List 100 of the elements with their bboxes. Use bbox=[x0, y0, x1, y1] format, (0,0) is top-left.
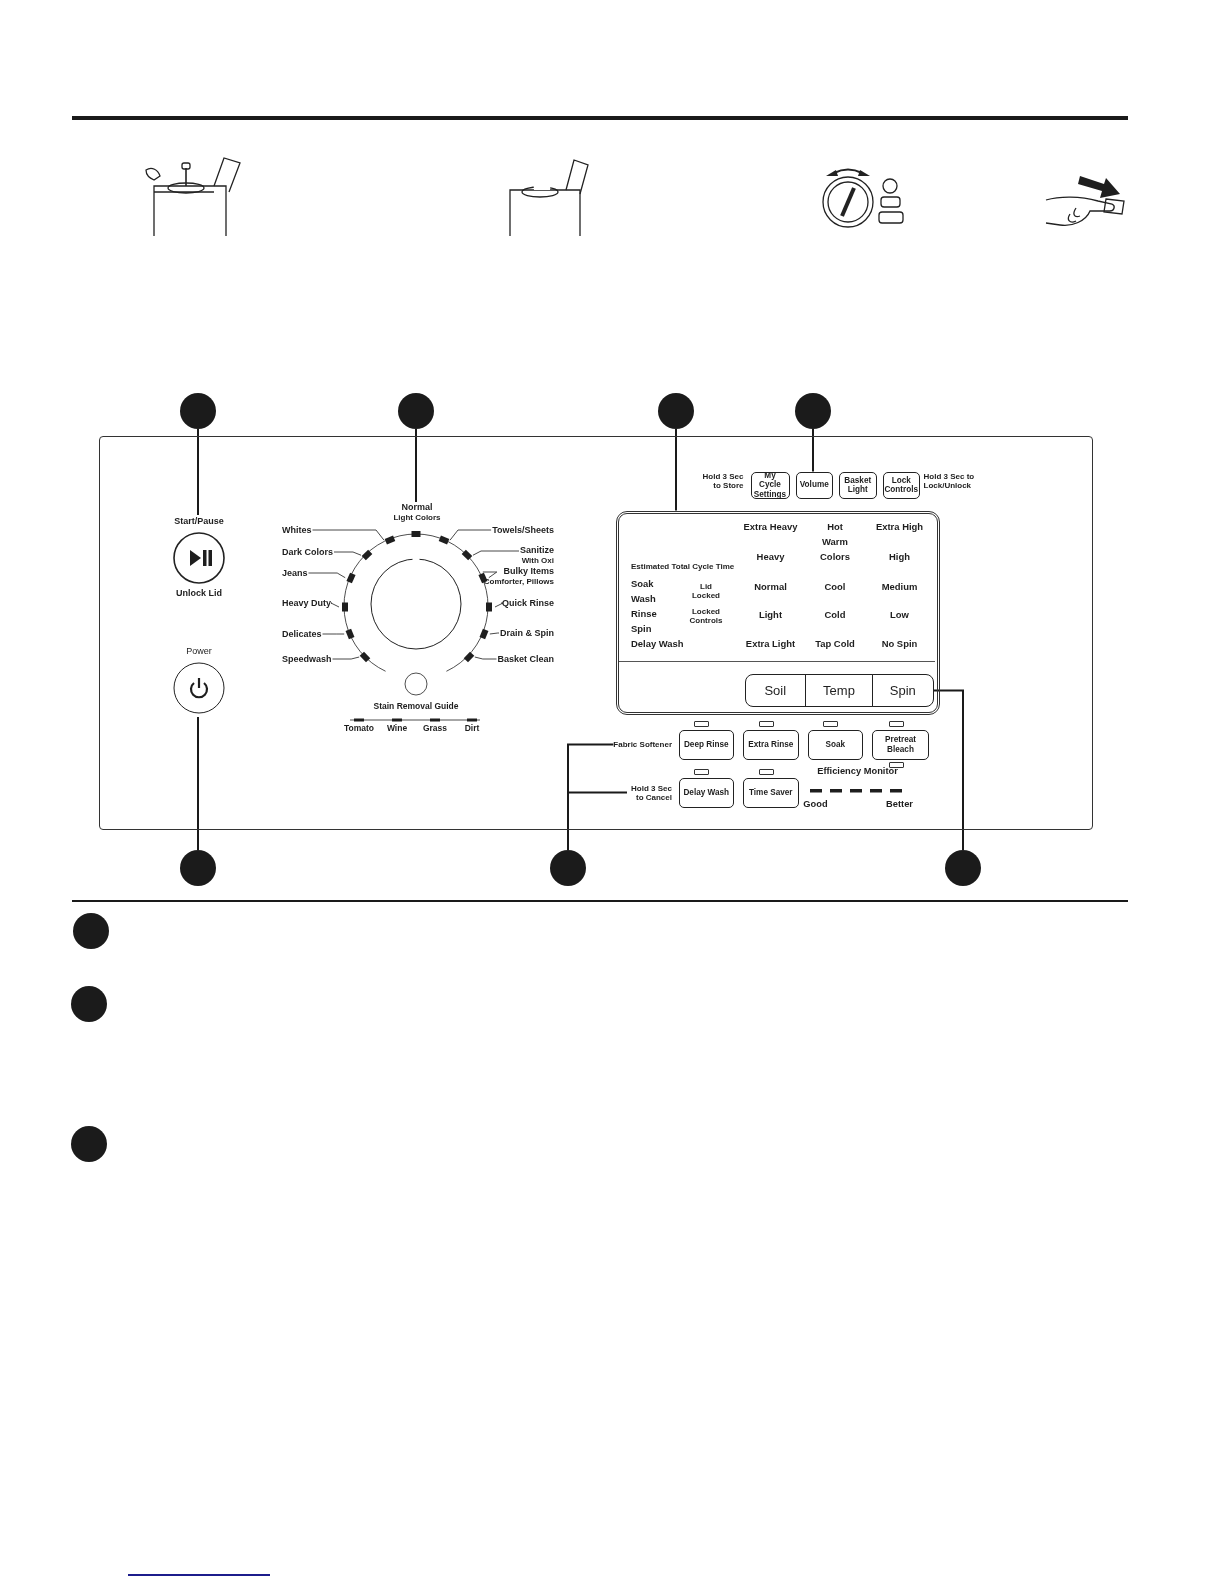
control-button: Deep Rinse bbox=[678, 729, 734, 760]
leader-line bbox=[415, 428, 417, 503]
display-panel bbox=[615, 510, 940, 715]
leader-line bbox=[675, 428, 677, 512]
panel-text: Wine bbox=[386, 724, 408, 734]
dial-tick bbox=[345, 571, 358, 584]
cycle-label: Delicates bbox=[282, 628, 322, 640]
panel-text: Hot bbox=[827, 521, 843, 533]
callout-marker bbox=[180, 393, 216, 429]
panel-text: Light bbox=[758, 610, 783, 621]
note-text: Hold 3 Sec to Cancel bbox=[627, 783, 672, 802]
leader-line bbox=[449, 529, 492, 541]
panel-text: Low bbox=[890, 610, 909, 621]
panel-text: Heavy bbox=[756, 551, 785, 563]
leader-line bbox=[308, 572, 346, 579]
note-text: Fabric Softener bbox=[613, 740, 672, 749]
panel-text: Normal bbox=[754, 581, 787, 593]
callout-marker bbox=[398, 393, 434, 429]
button-label: Start/Pause bbox=[174, 515, 224, 527]
control-button: Spin bbox=[872, 674, 934, 707]
panel-text: Spin bbox=[631, 623, 652, 635]
cycle-label: Jeans bbox=[282, 567, 308, 579]
dial-tick bbox=[344, 627, 357, 640]
leader-line bbox=[197, 428, 199, 516]
control-button: Time Saver bbox=[743, 777, 799, 808]
panel-text: Wash bbox=[631, 593, 656, 605]
panel-text: Soak bbox=[631, 578, 654, 590]
button-label: Power bbox=[186, 645, 212, 657]
panel-text: No Spin bbox=[881, 638, 918, 650]
dial-tick bbox=[437, 534, 450, 547]
control-button: Delay Wash bbox=[678, 777, 734, 808]
dial-tick bbox=[477, 627, 490, 640]
panel-text: Efficiency Monitor bbox=[817, 766, 898, 777]
callout-marker bbox=[71, 986, 107, 1022]
note-text: Hold 3 Sec to Store bbox=[701, 472, 744, 491]
panel-text: Lid Locked bbox=[691, 581, 721, 600]
dial-tick bbox=[361, 549, 373, 562]
panel-text: Grass bbox=[422, 724, 448, 734]
leader-line bbox=[472, 550, 520, 556]
dial-tick bbox=[359, 651, 372, 663]
leader-line bbox=[197, 716, 199, 851]
callout-marker bbox=[945, 850, 981, 886]
panel-text: Colors bbox=[820, 551, 850, 563]
control-button: Temp bbox=[804, 674, 874, 707]
panel-text: Cold bbox=[824, 610, 846, 621]
panel-text: Warm bbox=[822, 536, 848, 548]
leader-line bbox=[312, 529, 385, 541]
control-button: Basket Light bbox=[839, 471, 877, 499]
control-button: Soak bbox=[807, 729, 863, 760]
callout-marker bbox=[550, 850, 586, 886]
callout-marker bbox=[73, 913, 109, 949]
leader-line bbox=[322, 633, 345, 635]
dial-tick bbox=[483, 601, 495, 613]
panel-text: Extra Heavy bbox=[743, 521, 798, 533]
callout-marker bbox=[658, 393, 694, 429]
panel-text: Dirt bbox=[464, 724, 480, 734]
callout-marker bbox=[71, 1126, 107, 1162]
dial-tick bbox=[339, 601, 351, 613]
button-label: Unlock Lid bbox=[176, 587, 222, 599]
control-button: Extra Rinse bbox=[743, 729, 799, 760]
panel-text: Stain Removal Guide bbox=[373, 702, 459, 712]
cycle-sublabel: With Oxi bbox=[520, 556, 554, 565]
cycle-label: Drain & Spin bbox=[500, 627, 554, 639]
leader-line bbox=[330, 602, 340, 608]
panel-text: Tap Cold bbox=[815, 638, 855, 650]
leader-line bbox=[333, 551, 362, 556]
leader-line bbox=[474, 656, 497, 660]
panel-text: Estimated Total Cycle Time bbox=[631, 562, 735, 572]
cycle-label: Basket Clean bbox=[497, 653, 554, 665]
leader-line bbox=[489, 632, 500, 635]
cycle-label: Speedwash bbox=[282, 653, 332, 665]
cycle-label: Bulky Items bbox=[502, 566, 554, 577]
dial-tick bbox=[384, 534, 396, 547]
cycle-label: Heavy Duty bbox=[282, 597, 332, 609]
panel-text: Locked Controls bbox=[688, 607, 724, 626]
cycle-sublabel: Light Colors bbox=[393, 513, 441, 522]
leader-line bbox=[494, 602, 504, 608]
leader-line bbox=[932, 689, 964, 851]
panel-text: Tomato bbox=[343, 724, 375, 734]
dial-tick bbox=[462, 651, 475, 663]
panel-text: High bbox=[889, 551, 910, 563]
panel-text: Good bbox=[803, 799, 828, 810]
leader-line bbox=[812, 428, 814, 473]
control-button: Pretreat Bleach bbox=[872, 729, 929, 760]
control-button: Soil bbox=[744, 674, 806, 707]
panel-text: Cool bbox=[824, 581, 846, 593]
panel-text: Extra High bbox=[875, 521, 924, 533]
dial-tick bbox=[461, 549, 473, 562]
cycle-label: Quick Rinse bbox=[501, 597, 554, 609]
note-text: Hold 3 Sec to Lock/Unlock bbox=[923, 472, 976, 491]
cycle-label: Dark Colors bbox=[282, 546, 334, 558]
cycle-label: Whites bbox=[282, 524, 312, 536]
panel-text: Medium bbox=[881, 581, 918, 593]
panel-text: Extra Light bbox=[745, 638, 796, 650]
leader-line bbox=[332, 656, 360, 660]
leader-line bbox=[482, 571, 498, 579]
panel-text: Better bbox=[886, 799, 913, 810]
cycle-label: Towels/Sheets bbox=[492, 524, 554, 536]
cycle-label: Sanitize bbox=[520, 545, 554, 556]
control-button: Lock Controls bbox=[882, 471, 920, 499]
